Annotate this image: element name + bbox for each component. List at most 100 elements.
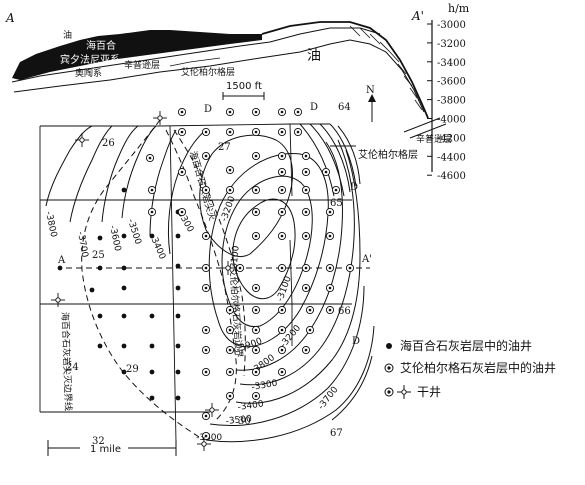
dry-well <box>205 403 219 417</box>
oil-well-ellenburger <box>251 325 261 335</box>
oil-well-ellenburger <box>301 345 311 355</box>
dry-well-star-icon <box>397 385 411 399</box>
oil-well-ellenburger <box>277 325 287 335</box>
contour-3700-east <box>209 285 365 426</box>
section-line: A A' <box>57 254 372 269</box>
section-scale-bar: 1500 ft <box>222 81 265 100</box>
west-pinchout-boundary <box>81 119 205 441</box>
oil-well-haibaihe <box>121 369 127 375</box>
oil-well-ellenburger <box>277 167 287 177</box>
oil-well-ellenburger <box>201 325 211 335</box>
oil-well-ellenburger <box>277 367 287 377</box>
section-number: 64 <box>338 102 351 113</box>
cross-section: h/m -3000-3200-3400-3600-3800-4000-4200-… <box>5 2 470 182</box>
north-label: N <box>366 85 375 96</box>
oil-well-ellenburger <box>293 107 303 117</box>
oil-well-ellenburger <box>277 207 287 217</box>
depth-tick-label: -4200 <box>437 133 466 144</box>
contour-3200 <box>199 134 293 257</box>
oil-well-ellenburger <box>251 283 261 293</box>
section-number: 66 <box>338 306 351 317</box>
oil-well-ellenburger <box>325 283 335 293</box>
oil-well-ellenburger <box>147 185 157 195</box>
oil-well-ellenburger <box>251 107 261 117</box>
oil-well-haibaihe <box>121 233 127 239</box>
label-ellenburger: 艾伦柏尔格层 <box>181 66 235 78</box>
oil-well-ellenburger <box>251 185 261 195</box>
legend-item-ellenburger-well: 艾伦柏尔格石灰岩层中的油井 <box>384 360 556 375</box>
oil-well-ellenburger <box>225 107 235 117</box>
oil-well-ellenburger <box>325 263 335 273</box>
oil-well-ellenburger <box>301 263 311 273</box>
section-number: 26 <box>102 138 115 149</box>
oil-well-haibaihe <box>121 265 127 271</box>
oil-well-ellenburger <box>301 151 311 161</box>
oil-well-haibaihe <box>149 395 155 401</box>
oil-well-haibaihe <box>175 343 181 349</box>
oil-well-haibaihe <box>121 313 127 319</box>
legend: 海百合石灰岩层中的油井 艾伦柏尔格石灰岩层中的油井 干井 <box>384 338 556 399</box>
oil-well-ellenburger <box>225 391 235 401</box>
contour-3600 <box>101 125 139 223</box>
depth-tick-label: -3800 <box>437 96 466 107</box>
oil-well-haibaihe <box>149 233 155 239</box>
ring-pinchout-2 <box>173 129 246 377</box>
oil-well-ellenburger <box>301 283 311 293</box>
section-number: 32 <box>92 436 105 447</box>
label-pennsylvanian: 宾夕法尼亚系 <box>60 53 120 66</box>
oil-well-ellenburger <box>305 325 315 335</box>
oil-well-ellenburger <box>225 185 235 195</box>
dry-well <box>197 437 211 451</box>
oil-well-ellenburger <box>225 165 235 175</box>
section-right-label: A' <box>411 9 424 23</box>
legend-item-dry-well: 干井 <box>384 385 441 399</box>
depth-axis: -3000-3200-3400-3600-3800-4000-4200-4400… <box>427 20 466 182</box>
contour-lines <box>45 123 375 443</box>
section-number: 67 <box>330 428 343 439</box>
oil-well-haibaihe <box>149 313 155 319</box>
oil-well-ellenburger <box>277 345 287 355</box>
oil-well-ellenburger <box>251 305 261 315</box>
depth-tick-label: -3200 <box>437 39 466 50</box>
section-grid <box>39 123 354 443</box>
oil-well-ellenburger <box>225 367 235 377</box>
oil-well-ellenburger <box>147 207 157 217</box>
ring-pinchout <box>165 129 237 421</box>
ring-haibaihe-label: 海百合石灰岩尖灭 <box>187 150 218 223</box>
map-section-end: A' <box>361 254 372 265</box>
north-arrow: N <box>366 85 376 122</box>
oil-well-ellenburger <box>325 231 335 241</box>
structure-map: A A' N 艾伦柏尔格层 海百合石灰岩尖灭 海百合石灰岩尖灭边界线 艾伦柏尔格… <box>39 85 418 456</box>
oil-well-ellenburger <box>325 305 335 315</box>
oil-well-haibaihe-icon <box>386 343 392 349</box>
map-scale-bar: 1 mile <box>47 440 177 456</box>
section-scale-label: 1500 ft <box>226 81 262 92</box>
west-boundary-label: 海百合石灰岩尖灭边界线 <box>59 312 74 411</box>
legend-label-1: 海百合石灰岩层中的油井 <box>400 338 532 353</box>
oil-well-haibaihe <box>121 343 127 349</box>
contour-3600-east <box>235 149 361 404</box>
contour-3100 <box>232 198 296 300</box>
oil-well-ellenburger <box>251 231 261 241</box>
oil-well-ellenburger <box>251 207 261 217</box>
oil-well-ellenburger <box>145 153 155 163</box>
oil-well-haibaihe <box>97 235 103 241</box>
contour-label: -3600 <box>107 225 122 253</box>
oil-well-ellenburger <box>251 391 261 401</box>
contour-3300-west <box>167 129 207 255</box>
oil-well-ellenburger <box>301 167 311 177</box>
oil-well-ellenburger <box>201 283 211 293</box>
contour-label: -3500 <box>225 414 252 427</box>
oil-well-ellenburger <box>321 167 331 177</box>
label-oil-small: 油 <box>63 29 72 41</box>
oil-well-haibaihe <box>121 285 127 291</box>
oil-well-ellenburger <box>277 185 287 195</box>
dry-well <box>75 133 89 147</box>
label-sinpu-right: 辛普逊层 <box>416 133 452 145</box>
oil-well-ellenburger <box>235 263 245 273</box>
oil-well-ellenburger <box>225 127 235 137</box>
pinchout-lines <box>81 119 246 441</box>
map-scale-label: 1 mile <box>90 444 121 455</box>
dry-well <box>221 261 235 275</box>
